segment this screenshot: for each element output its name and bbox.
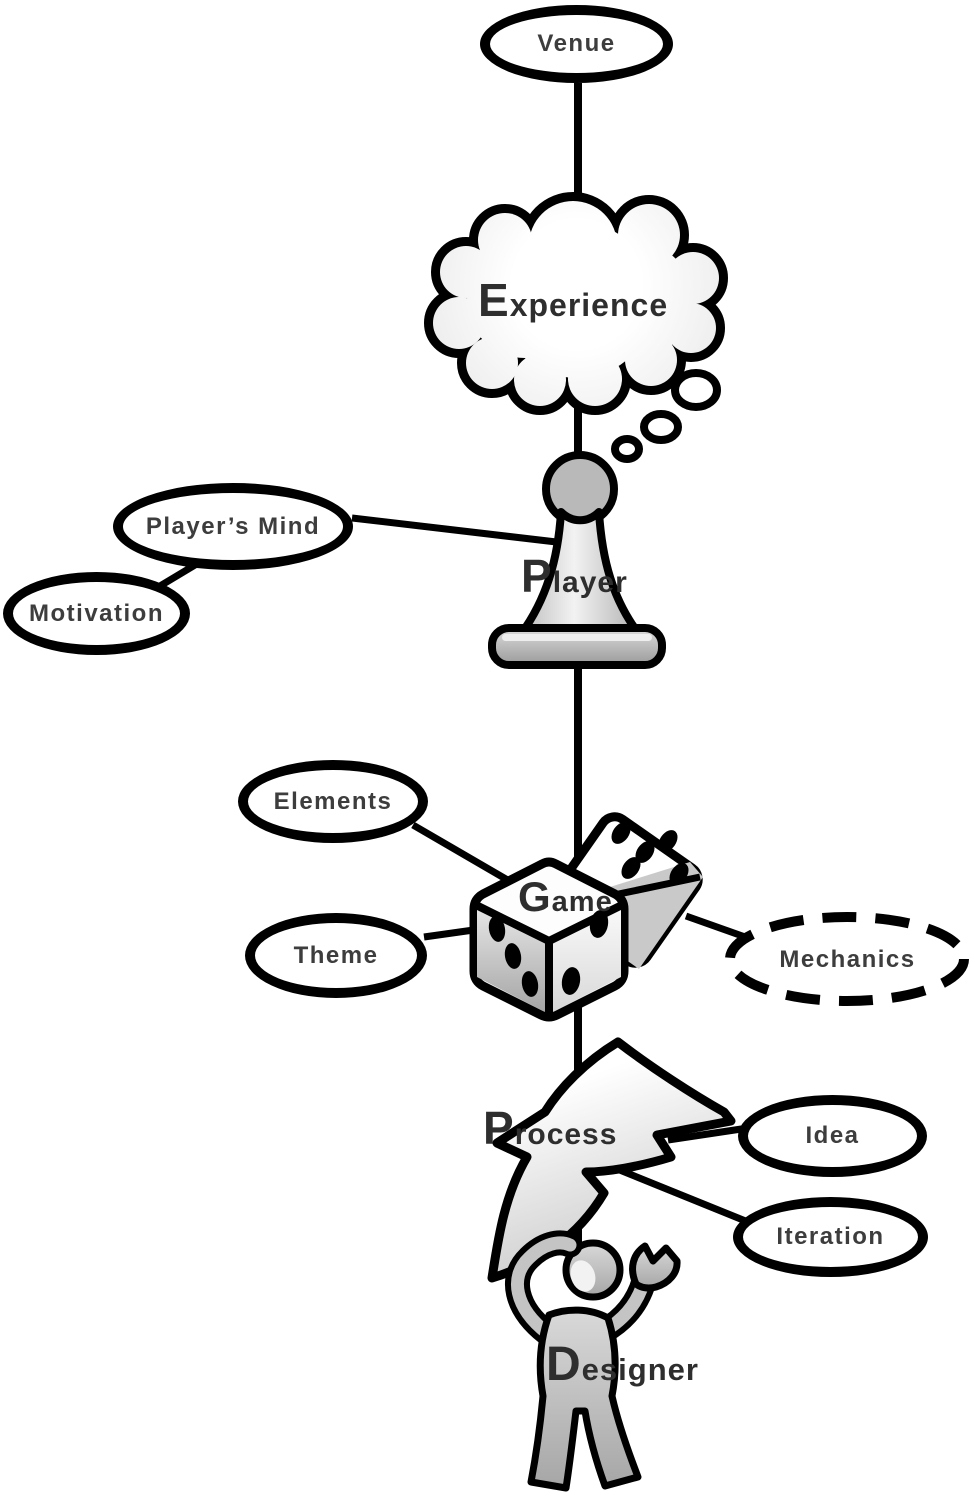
designer-title-initial: D [546, 1338, 582, 1391]
node-players-mind: Player’s Mind [113, 483, 353, 570]
node-iteration-label: Iteration [776, 1223, 885, 1250]
player-title-initial: P [521, 550, 553, 602]
node-elements: Elements [238, 760, 428, 843]
player-title-rest: layer [552, 566, 628, 599]
node-mechanics-label: Mechanics [779, 945, 916, 973]
node-idea-label: Idea [805, 1122, 860, 1149]
node-idea: Idea [738, 1095, 927, 1177]
experience-title-initial: E [478, 274, 510, 326]
process-title-initial: P [483, 1102, 515, 1154]
node-theme: Theme [245, 913, 427, 998]
game-title-rest: ame [551, 886, 613, 918]
node-iteration: Iteration [733, 1197, 928, 1277]
person-figure-icon [505, 1230, 681, 1492]
dice-icon [469, 812, 703, 1022]
process-title-rest: rocess [514, 1118, 618, 1151]
designer-title-rest: esigner [581, 1352, 699, 1387]
chess-pawn-icon [488, 451, 666, 669]
thought-cloud-icon [424, 192, 728, 415]
node-motivation: Motivation [3, 572, 190, 655]
node-players-mind-label: Player’s Mind [145, 512, 321, 540]
game-title-initial: G [518, 873, 552, 920]
node-venue: Venue [480, 5, 673, 83]
node-theme-label: Theme [293, 941, 379, 969]
node-mechanics: Mechanics [725, 912, 970, 1007]
mechanics-dashed-ellipse [725, 912, 969, 1006]
node-elements-label: Elements [273, 787, 393, 815]
node-venue-label: Venue [537, 30, 616, 57]
node-motivation-label: Motivation [29, 599, 164, 627]
experience-title-rest: xperience [509, 287, 669, 323]
thought-bubbles [611, 369, 721, 463]
